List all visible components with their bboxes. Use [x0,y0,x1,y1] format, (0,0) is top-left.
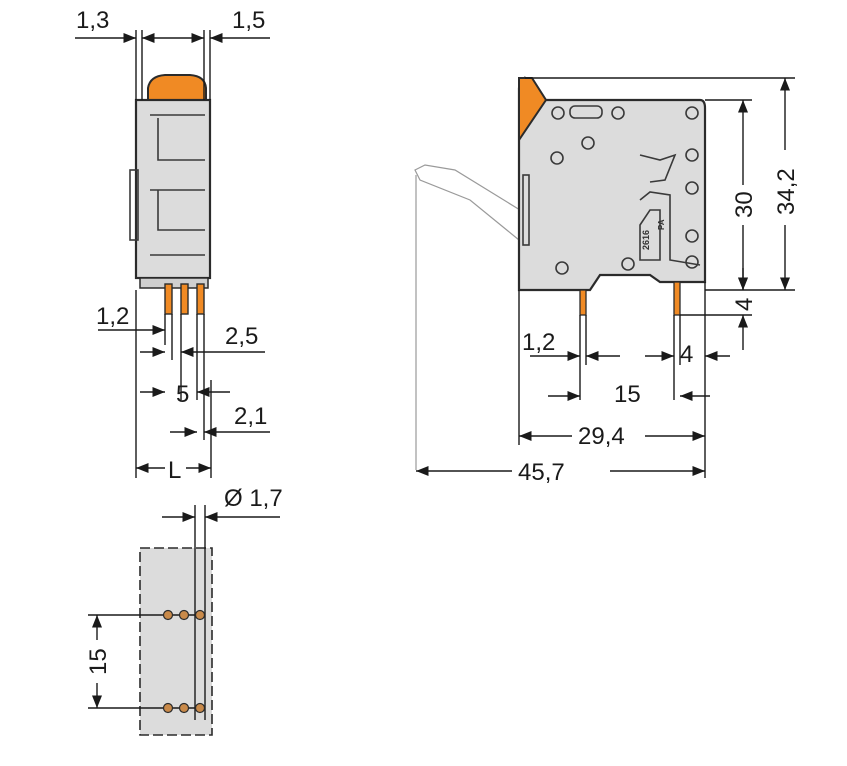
footprint-holes [162,609,206,714]
marking-pa: PA [657,219,666,230]
dim-pin-left: 1,2 [96,303,129,330]
side-body [134,98,212,280]
dim-pin-length: 4 [731,298,758,311]
dim-body-width: 29,4 [578,423,625,450]
front-details [522,105,701,275]
actuator-button [147,74,207,101]
lever-open-ghost [414,164,521,470]
side-latch [129,169,139,241]
dim-pin-right: 2,1 [234,403,267,430]
dim-pitch: 5 [176,381,189,408]
footprint-view: Ø 1,7 15 [85,485,283,736]
side-detail [150,114,205,256]
side-view: 1,3 1,5 1,2 2,5 5 2,1 L [75,7,270,484]
dim-top-left: 1,3 [76,7,109,34]
dim-hole-diameter: Ø 1,7 [224,485,283,512]
dim-pin-gap: 2,5 [225,323,258,350]
dim-length: L [168,457,181,484]
front-view: 2616 PA 30 34,2 4 1,2 4 15 29,4 45,7 [414,76,800,486]
dim-total-width: 45,7 [518,459,565,486]
marking-text: 2616 [641,230,651,250]
dim-total-height: 34,2 [773,168,800,215]
dim-pin-offset: 4 [680,341,693,368]
side-pins [164,283,205,315]
front-pins [579,281,681,316]
dim-pin-width: 1,2 [522,329,555,356]
dim-hole-spacing: 15 [85,648,112,675]
dim-body-height: 30 [731,191,758,218]
front-body [517,76,707,292]
dim-top-right: 1,5 [232,7,265,34]
dim-pin-spacing: 15 [614,381,641,408]
